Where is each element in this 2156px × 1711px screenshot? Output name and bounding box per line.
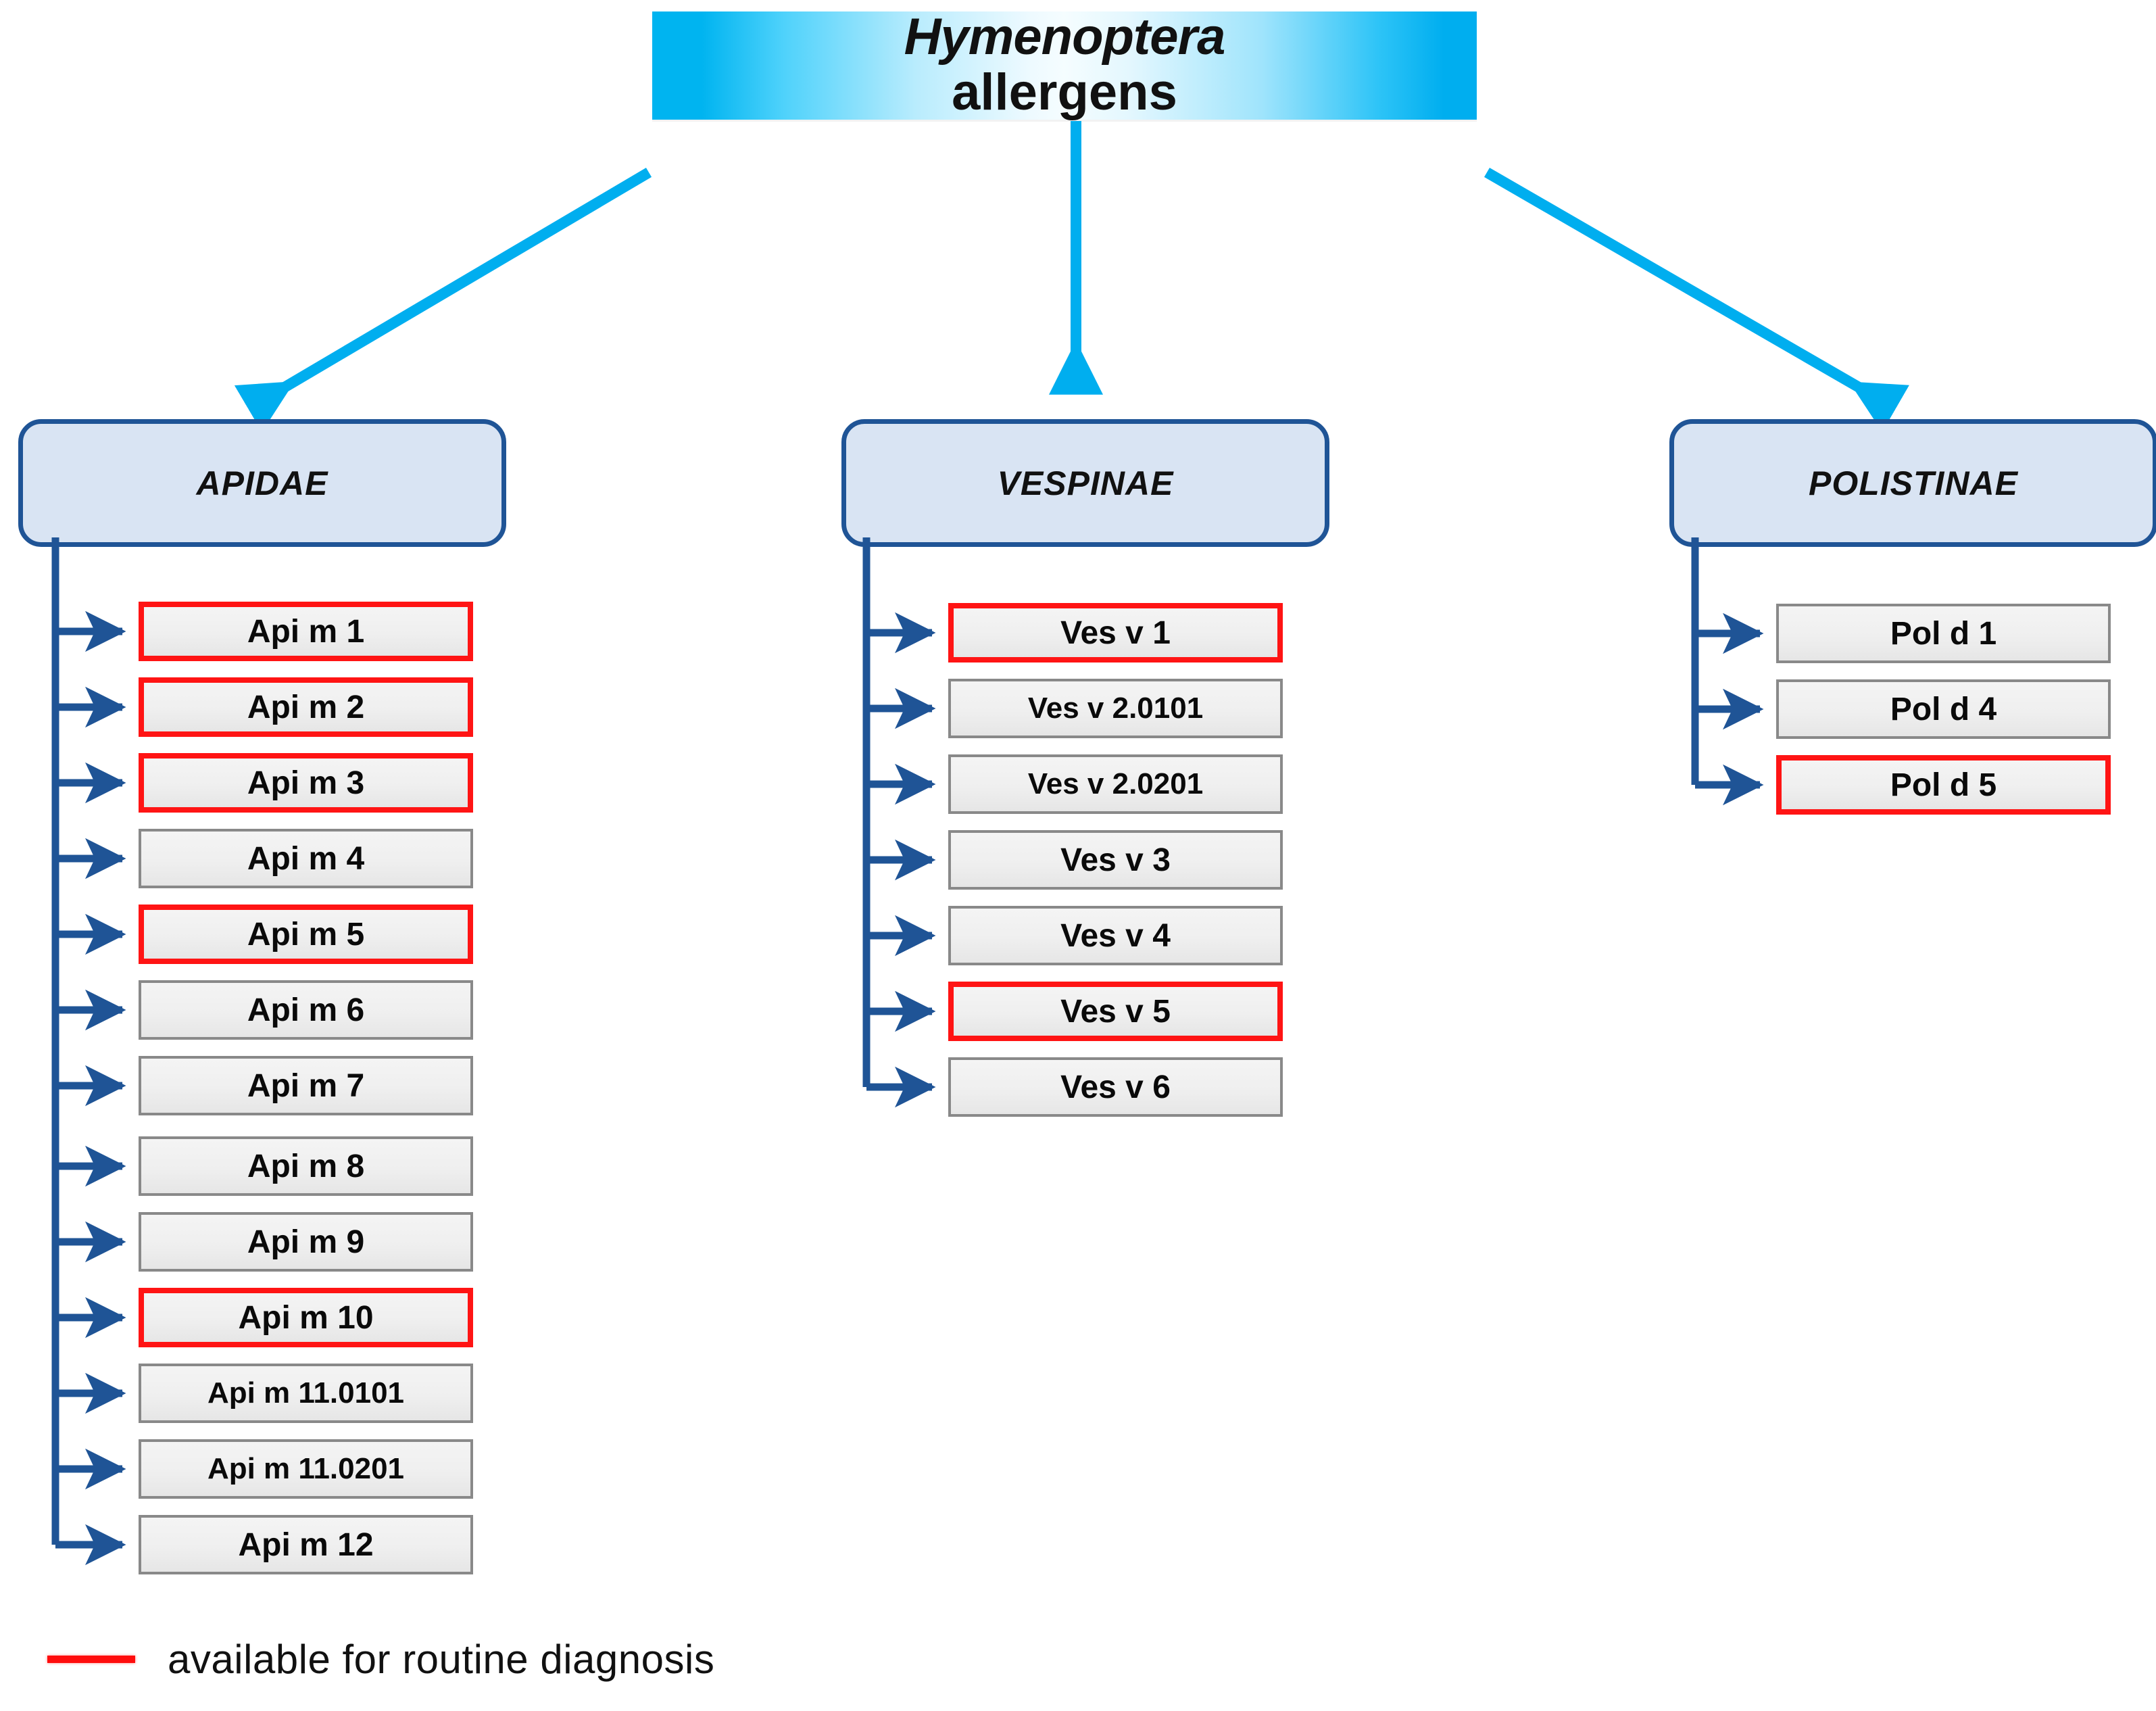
root-title-allergens: allergens xyxy=(952,64,1177,122)
allergen-box-ves-v-5[interactable]: Ves v 5 xyxy=(948,982,1283,1041)
allergen-label: Ves v 4 xyxy=(1060,917,1171,954)
allergen-label: Pol d 1 xyxy=(1890,615,1997,652)
root-title-genus: Hymenoptera xyxy=(904,8,1226,66)
allergen-box-api-m-11-0201[interactable]: Api m 11.0201 xyxy=(139,1439,473,1499)
allergen-label: Api m 3 xyxy=(247,765,365,801)
allergen-box-pol-d-4[interactable]: Pol d 4 xyxy=(1776,679,2111,739)
allergen-label: Ves v 3 xyxy=(1060,842,1171,878)
allergen-box-api-m-12[interactable]: Api m 12 xyxy=(139,1515,473,1574)
allergen-label: Api m 10 xyxy=(238,1299,374,1336)
family-node-polistinae[interactable]: POLISTINAE xyxy=(1669,419,2156,547)
allergen-box-pol-d-5[interactable]: Pol d 5 xyxy=(1776,755,2111,815)
family-node-vespinae[interactable]: VESPINAE xyxy=(841,419,1329,547)
allergen-box-ves-v-6[interactable]: Ves v 6 xyxy=(948,1057,1283,1117)
allergen-label: Ves v 2.0201 xyxy=(1027,767,1204,800)
allergen-box-api-m-2[interactable]: Api m 2 xyxy=(139,677,473,737)
root-node-hymenoptera-allergens: Hymenoptera allergens xyxy=(652,11,1477,120)
allergen-box-api-m-1[interactable]: Api m 1 xyxy=(139,602,473,661)
allergen-box-api-m-7[interactable]: Api m 7 xyxy=(139,1056,473,1115)
allergen-box-ves-v-3[interactable]: Ves v 3 xyxy=(948,830,1283,890)
legend: available for routine diagnosis xyxy=(47,1636,714,1683)
allergen-box-api-m-11-0101[interactable]: Api m 11.0101 xyxy=(139,1364,473,1423)
allergen-label: Api m 1 xyxy=(247,613,365,650)
allergen-label: Ves v 5 xyxy=(1060,993,1171,1030)
arrow-root-to-polistinae xyxy=(1484,168,1909,426)
allergen-box-ves-v-2-0101[interactable]: Ves v 2.0101 xyxy=(948,679,1283,738)
allergen-label: Ves v 2.0101 xyxy=(1027,692,1204,725)
family-label-vespinae: VESPINAE xyxy=(997,464,1174,502)
allergen-box-api-m-5[interactable]: Api m 5 xyxy=(139,905,473,964)
allergen-box-ves-v-2-0201[interactable]: Ves v 2.0201 xyxy=(948,754,1283,814)
allergen-box-api-m-4[interactable]: Api m 4 xyxy=(139,829,473,888)
allergen-box-api-m-3[interactable]: Api m 3 xyxy=(139,753,473,813)
family-label-apidae: APIDAE xyxy=(196,464,328,502)
allergen-label: Api m 11.0101 xyxy=(207,1376,405,1409)
allergen-box-api-m-9[interactable]: Api m 9 xyxy=(139,1212,473,1272)
allergen-label: Ves v 1 xyxy=(1060,614,1171,651)
allergen-box-api-m-6[interactable]: Api m 6 xyxy=(139,980,473,1040)
allergen-label: Api m 9 xyxy=(247,1224,365,1260)
allergen-label: Pol d 4 xyxy=(1890,691,1997,727)
allergen-label: Ves v 6 xyxy=(1060,1069,1171,1105)
allergen-box-pol-d-1[interactable]: Pol d 1 xyxy=(1776,604,2111,663)
allergen-label: Api m 4 xyxy=(247,840,365,877)
arrow-root-to-vespinae xyxy=(1049,121,1103,395)
family-label-polistinae: POLISTINAE xyxy=(1808,464,2019,502)
allergen-label: Api m 6 xyxy=(247,992,365,1028)
allergen-box-ves-v-1[interactable]: Ves v 1 xyxy=(948,603,1283,662)
allergen-box-api-m-8[interactable]: Api m 8 xyxy=(139,1136,473,1196)
allergen-label: Api m 5 xyxy=(247,916,365,953)
legend-label: available for routine diagnosis xyxy=(168,1637,715,1682)
allergen-label: Api m 7 xyxy=(247,1067,365,1104)
allergen-label: Api m 2 xyxy=(247,689,365,725)
allergen-label: Api m 12 xyxy=(238,1526,374,1563)
legend-red-line-icon xyxy=(47,1656,135,1663)
allergen-label: Pol d 5 xyxy=(1890,767,1997,803)
allergen-box-api-m-10[interactable]: Api m 10 xyxy=(139,1288,473,1347)
arrow-root-to-apidae xyxy=(234,168,652,426)
allergen-label: Api m 8 xyxy=(247,1148,365,1184)
allergen-box-ves-v-4[interactable]: Ves v 4 xyxy=(948,906,1283,965)
allergen-label: Api m 11.0201 xyxy=(207,1452,405,1485)
family-node-apidae[interactable]: APIDAE xyxy=(18,419,506,547)
